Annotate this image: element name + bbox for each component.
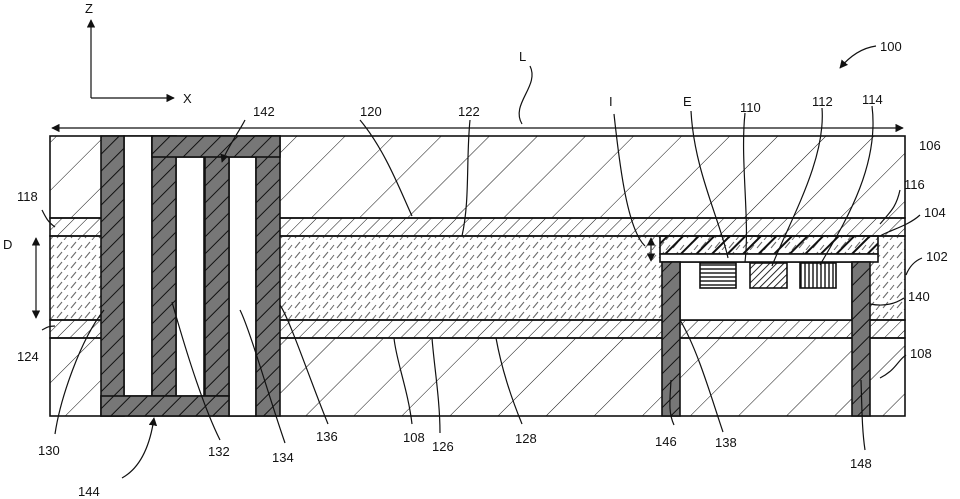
left-via-group — [100, 135, 281, 417]
via-132 — [151, 135, 177, 397]
x-axis-label: X — [183, 91, 192, 106]
label-122: 122 — [458, 104, 480, 119]
via-146 — [661, 261, 681, 417]
label-114: 114 — [862, 92, 883, 107]
label-130: 130 — [38, 443, 60, 458]
label-120: 120 — [360, 104, 382, 119]
label-106: 106 — [919, 138, 941, 153]
label-108-left: 108 — [403, 430, 425, 445]
label-100: 100 — [880, 39, 902, 54]
via-134 — [204, 135, 230, 397]
label-142: 142 — [253, 104, 275, 119]
label-134: 134 — [272, 450, 294, 465]
label-110: 110 — [740, 100, 761, 115]
via-130 — [100, 135, 125, 417]
label-126: 126 — [432, 439, 454, 454]
label-108-right: 108 — [910, 346, 932, 361]
length-leader — [518, 65, 533, 125]
leader-lines — [41, 105, 923, 479]
element-leader — [690, 110, 729, 259]
via-136 — [255, 135, 281, 417]
element-label: E — [683, 94, 692, 109]
gap-leader — [613, 113, 646, 247]
label-148: 148 — [850, 456, 872, 471]
reference-numerals: 142 120 122 110 112 114 106 116 104 102 … — [17, 92, 948, 499]
ref-100-arrow — [839, 45, 877, 69]
coordinate-axes: Z X — [85, 1, 192, 106]
right-component-group — [659, 235, 879, 417]
lid-104 — [659, 235, 879, 255]
lid-base — [659, 253, 879, 263]
label-140: 140 — [908, 289, 930, 304]
label-132: 132 — [208, 444, 230, 459]
via-cavity-134 — [228, 156, 257, 417]
z-axis-label: Z — [85, 1, 93, 16]
label-138: 138 — [715, 435, 737, 450]
figure-reference: 100 — [839, 39, 902, 69]
gap-label: I — [609, 94, 613, 109]
label-104: 104 — [924, 205, 946, 220]
component-110 — [699, 262, 737, 289]
via-cavity-130 — [123, 135, 153, 397]
label-124: 124 — [17, 349, 39, 364]
label-102: 102 — [926, 249, 948, 264]
via-148 — [851, 261, 871, 417]
dimension-markers: L D I E — [3, 49, 904, 319]
connector-144 — [100, 395, 230, 417]
label-128: 128 — [515, 431, 537, 446]
depth-label: D — [3, 237, 12, 252]
label-144: 144 — [78, 484, 100, 499]
component-114 — [799, 262, 837, 289]
component-112 — [749, 262, 788, 289]
label-118: 118 — [17, 189, 38, 204]
length-label: L — [519, 49, 526, 64]
label-146: 146 — [655, 434, 677, 449]
label-116: 116 — [904, 177, 925, 192]
connector-142 — [151, 135, 281, 158]
label-112: 112 — [812, 94, 833, 109]
label-136: 136 — [316, 429, 338, 444]
